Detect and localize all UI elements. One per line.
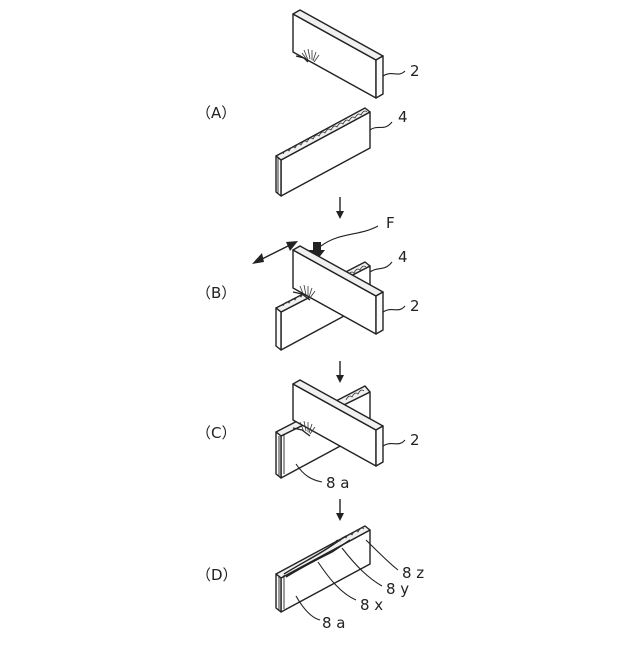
leader-panel-b xyxy=(370,262,392,272)
leader-block-a xyxy=(383,71,405,76)
label-force: F xyxy=(386,214,395,232)
leader-panel-a xyxy=(370,122,392,130)
label-block-b: 2 xyxy=(410,297,420,315)
label-panel-a: 4 xyxy=(398,108,408,126)
panel-4-step-a xyxy=(276,108,370,196)
arrow-down-b-c xyxy=(336,361,344,383)
step-a-label: （A） xyxy=(196,104,236,122)
slide-arrow-icon xyxy=(252,241,298,264)
arrow-down-c-d xyxy=(336,499,344,521)
leader-block-b xyxy=(383,306,405,312)
leader-layer-d-z xyxy=(366,540,398,570)
label-layer-d-x: 8 x xyxy=(360,596,383,614)
label-layer-c: 8 a xyxy=(326,474,350,492)
arrow-down-a-b xyxy=(336,197,344,219)
step-c-label: （C） xyxy=(196,424,236,442)
step-d-label: （D） xyxy=(196,566,238,584)
label-block-a: 2 xyxy=(410,62,420,80)
leader-block-c xyxy=(383,440,405,446)
label-layer-d-y: 8 y xyxy=(386,580,409,598)
step-b-label: （B） xyxy=(196,284,236,302)
label-panel-b: 4 xyxy=(398,248,408,266)
leader-force xyxy=(321,226,378,246)
label-layer-d-a: 8 a xyxy=(322,614,346,632)
block-2-step-a xyxy=(293,10,383,98)
label-block-c: 2 xyxy=(410,431,420,449)
